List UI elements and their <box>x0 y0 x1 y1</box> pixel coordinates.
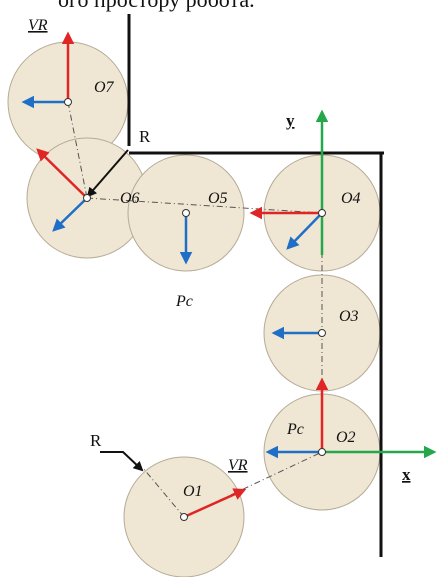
axes <box>315 109 437 459</box>
label-x-axis: x <box>402 465 411 484</box>
blue-arrows <box>21 95 323 459</box>
label-r-bottom: R <box>90 431 102 450</box>
o1-arrow <box>183 488 247 519</box>
label-o3: O3 <box>339 308 359 325</box>
label-vr-top: VR <box>28 17 48 34</box>
center-o1 <box>180 513 188 521</box>
label-y-axis: y <box>286 111 295 130</box>
center-o7 <box>64 98 72 106</box>
o6-upleft-arrow <box>36 148 88 199</box>
o4-downleft-arrow <box>286 212 323 250</box>
o6-downleft-arrow <box>52 197 88 232</box>
center-o3 <box>318 329 326 337</box>
label-o4: O4 <box>341 190 361 207</box>
label-o2: O2 <box>336 429 356 446</box>
radius-o1 <box>142 467 185 518</box>
label-o6: O6 <box>120 190 140 207</box>
center-o6 <box>83 194 91 202</box>
caption-text: ого простору робота. <box>58 0 418 11</box>
path-o7-o6 <box>67 101 88 199</box>
center-dots <box>64 98 326 521</box>
r-pointers <box>86 149 144 472</box>
label-vr-bottom: VR <box>228 457 248 474</box>
label-r-top: R <box>139 127 151 146</box>
label-o7: O7 <box>94 79 115 96</box>
r-top-pointer-arrow <box>86 149 129 198</box>
center-o2 <box>318 448 326 456</box>
path-o6-o4 <box>86 197 323 214</box>
label-o5: O5 <box>208 190 228 207</box>
r-bottom-pointer-arrow <box>100 451 144 472</box>
labels: O7 O6 O5 O4 O3 O2 O1 VR VR R R y x Pc Pc <box>28 17 411 500</box>
walls <box>127 14 384 557</box>
label-pc-right: Pc <box>286 421 304 438</box>
red-arrows <box>36 31 329 519</box>
label-pc-middle: Pc <box>175 293 193 310</box>
center-o5 <box>182 209 190 217</box>
label-o1: O1 <box>183 483 203 500</box>
center-o4 <box>318 209 326 217</box>
